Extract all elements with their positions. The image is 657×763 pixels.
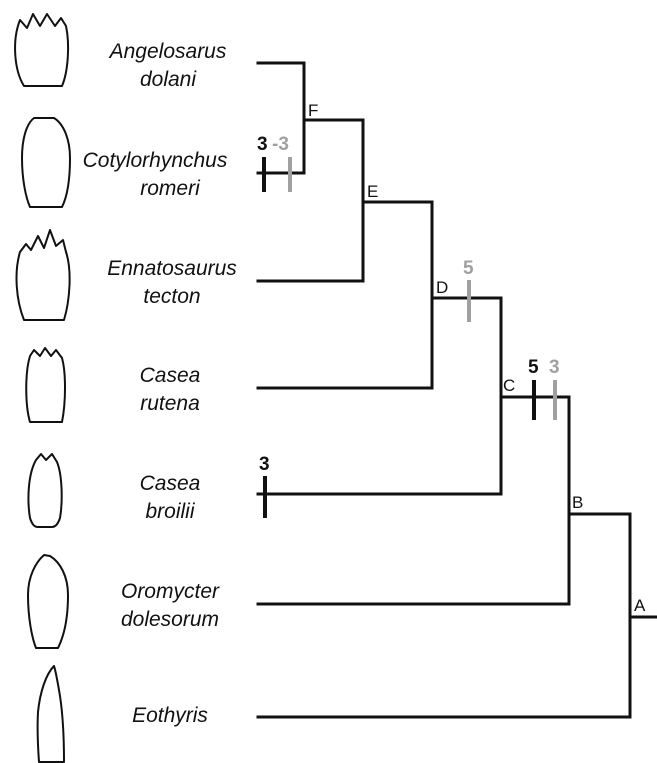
taxon-ennatosaurus-line1: Ennatosaurus [107, 257, 237, 280]
taxon-labels: Angelosarus dolani Cotylorhynchus romeri… [83, 40, 238, 727]
tooth-oromycter-icon [28, 555, 68, 648]
tooth-ennatosaurus-icon [17, 230, 70, 320]
node-label-e: E [367, 182, 378, 201]
taxon-cotylorhynchus-line2: romeri [140, 177, 201, 200]
taxon-cotylorhynchus-line1: Cotylorhynchus [83, 149, 228, 172]
tooth-casea-broilii-icon [28, 454, 61, 527]
taxon-angelosaurus-line1: Angelosarus [108, 40, 227, 63]
taxon-oromycter-line1: Oromycter [121, 580, 220, 603]
tree-branches [258, 63, 657, 717]
mark-label-broilii-black: 3 [259, 454, 270, 475]
tooth-icons [15, 14, 70, 762]
taxon-oromycter-line2: dolesorum [121, 608, 219, 631]
node-label-b: B [572, 493, 583, 512]
node-label-d: D [436, 278, 448, 297]
node-label-a: A [634, 596, 646, 615]
mark-label-f-black: 3 [257, 134, 268, 155]
tooth-casea-rutena-icon [26, 348, 65, 422]
node-label-c: C [503, 376, 515, 395]
tooth-cotylorhynchus-icon [22, 118, 70, 207]
taxon-casea-broilii-line1: Casea [140, 472, 201, 495]
mark-label-c-black: 5 [528, 357, 539, 378]
taxon-eothyris-line1: Eothyris [132, 704, 208, 727]
mark-label-f-gray: -3 [272, 134, 289, 155]
tooth-eothyris-icon [38, 666, 64, 762]
taxon-casea-rutena-line1: Casea [140, 364, 201, 387]
taxon-angelosaurus-line2: dolani [140, 68, 197, 91]
taxon-ennatosaurus-line2: tecton [143, 285, 200, 308]
taxon-casea-broilii-line2: broilii [145, 500, 195, 523]
node-label-f: F [308, 101, 318, 120]
node-labels: F E D C B A [308, 101, 646, 615]
tooth-angelosaurus-icon [15, 14, 68, 86]
taxon-casea-rutena-line2: rutena [140, 392, 200, 415]
mark-label-d-gray: 5 [463, 258, 474, 279]
mark-label-c-gray: 3 [549, 357, 560, 378]
character-marks: 3 -3 5 5 3 3 [257, 134, 560, 518]
